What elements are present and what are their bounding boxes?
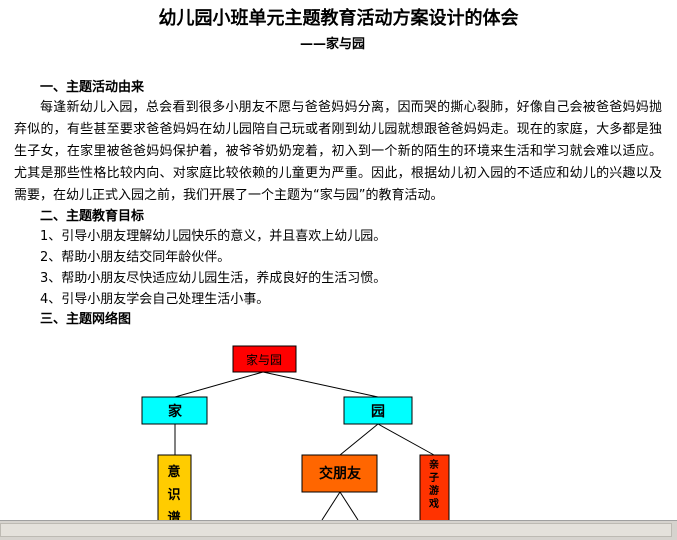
goal-item-3: 3、帮助小朋友尽快适应幼儿园生活，养成良好的生活习惯。 [40, 271, 387, 286]
node-awareness-char-2: 识 [167, 488, 180, 503]
connector-root-garden [262, 371, 379, 398]
node-home [141, 396, 208, 425]
connector-garden-friends [339, 423, 379, 456]
section-heading-goals: 二、主题教育目标 [40, 209, 145, 224]
connector-friends-right [339, 491, 359, 520]
intro-text: 每逢新幼儿入园，总会看到很多小朋友不愿与爸爸妈妈分离，因而哭的撕心裂肺，好像自己… [14, 100, 662, 203]
node-game-char-3: 游 [429, 484, 439, 497]
document-subtitle: ——家与园 [300, 37, 366, 52]
document-title: 幼儿园小班单元主题教育活动方案设计的体会 [158, 8, 519, 29]
node-game-char-4: 戏 [428, 497, 439, 510]
goal-item-1: 1、引导小朋友理解幼儿园快乐的意义，并且喜欢上幼儿园。 [40, 229, 387, 244]
section-heading-network: 三、主题网络图 [40, 312, 132, 327]
intro-paragraph: 每逢新幼儿入园，总会看到很多小朋友不愿与爸爸妈妈分离，因而哭的撕心裂肺，好像自己… [14, 97, 662, 207]
node-awareness [157, 454, 192, 520]
node-friends-label: 交朋友 [319, 465, 361, 482]
theme-network-diagram: 家与园 家 园 意 识 谱 交朋友 亲 子 游 戏 [141, 345, 450, 520]
document-page: 幼儿园小班单元主题教育活动方案设计的体会 ——家与园 一、主题活动由来 每逢新幼… [14, 8, 662, 520]
node-home-label: 家 [168, 403, 183, 420]
node-game-char-1: 亲 [429, 458, 439, 471]
connector-root-home [174, 371, 264, 398]
node-root [232, 345, 297, 373]
goal-item-2: 2、帮助小朋友结交同年龄伙伴。 [40, 250, 231, 265]
scrollbar-track[interactable] [0, 523, 672, 537]
node-garden [343, 396, 413, 425]
node-awareness-char-3: 谱 [167, 510, 180, 520]
horizontal-scrollbar[interactable] [0, 520, 677, 540]
node-game-char-2: 子 [429, 472, 439, 484]
node-friends [301, 454, 378, 493]
connector-garden-game [377, 423, 435, 456]
node-root-label: 家与园 [246, 352, 282, 367]
node-parent-game [419, 454, 450, 520]
goal-item-4: 4、引导小朋友学会自己处理生活小事。 [40, 292, 270, 307]
connector-friends-left [321, 491, 341, 520]
node-awareness-char-1: 意 [167, 464, 180, 480]
section-heading-origin: 一、主题活动由来 [40, 80, 145, 95]
node-garden-label: 园 [371, 404, 385, 420]
